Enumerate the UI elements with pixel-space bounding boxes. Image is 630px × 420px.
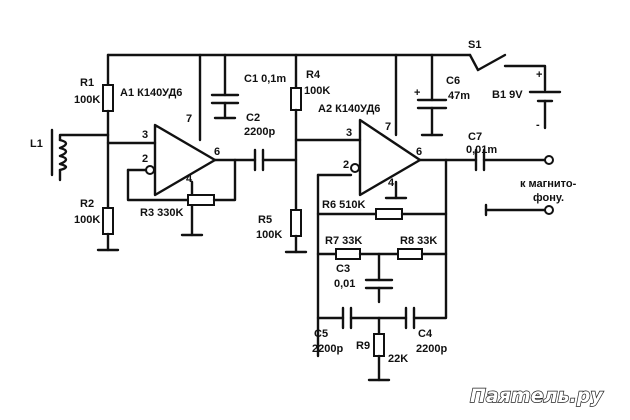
resistor-r1: R1 100K	[74, 53, 114, 137]
r2-value: 100K	[74, 214, 100, 226]
a2-pin-3: 3	[346, 127, 352, 139]
a2-pin-4: 4	[388, 177, 395, 189]
c2-value: 2200p	[244, 126, 275, 138]
power-rail	[106, 53, 547, 92]
r9-value: 22K	[388, 353, 408, 365]
output-terminals: к магнито- фону.	[484, 155, 577, 217]
a1-pin-3: 3	[142, 129, 148, 141]
c5-value: 2200p	[312, 343, 343, 355]
c3-name: C3	[336, 263, 350, 275]
c4-name: C4	[418, 328, 433, 340]
r7-label: R7 33K	[325, 235, 362, 247]
r5-name: R5	[258, 214, 272, 226]
r1-name: R1	[80, 77, 94, 89]
battery-plus-sign: +	[536, 69, 542, 81]
r3-label: R3 330K	[140, 207, 183, 219]
switch-label: S1	[468, 39, 481, 51]
resistor-r3: R3 330K	[140, 158, 237, 219]
r6-label: R6 510K	[322, 199, 365, 211]
coil-l1: L1	[30, 128, 110, 182]
battery-b1: + - B1 9V	[492, 69, 562, 131]
r4-name: R4	[306, 69, 321, 81]
c5-name: C5	[314, 328, 328, 340]
r5-value: 100K	[256, 229, 282, 241]
watermark: Паяmель.ру	[470, 385, 604, 407]
resistor-r5: R5 100K	[256, 209, 302, 254]
capacitor-c6: + C6 47m	[414, 53, 470, 137]
c1-label: C1 0,1m	[244, 73, 286, 85]
resistor-r4: R4 100K	[290, 53, 330, 212]
capacitor-c2: C2 2200p	[244, 112, 298, 172]
r9-name: R9	[356, 340, 370, 352]
a1-pin-4: 4	[186, 173, 193, 185]
r8-label: R8 33K	[400, 235, 437, 247]
resistor-r2: R2 100K	[74, 133, 114, 252]
capacitor-c1: C1 0,1m	[210, 53, 286, 120]
a2-label: A2 К140УД6	[318, 103, 380, 115]
battery-label: B1 9V	[492, 89, 523, 101]
a1-pin-6: 6	[214, 146, 220, 158]
output-label-line1: к магнито-	[520, 178, 577, 190]
coil-label: L1	[30, 138, 43, 150]
battery-minus-sign: -	[536, 119, 540, 131]
c4-value: 2200p	[416, 343, 447, 355]
c7-name: C7	[468, 131, 482, 143]
c6-name: C6	[446, 75, 460, 87]
c7-value: 0,01m	[466, 144, 497, 156]
c2-name: C2	[246, 112, 260, 124]
capacitor-c7: C7 0,01m	[466, 131, 547, 172]
r1-value: 100K	[74, 94, 100, 106]
r4-value: 100K	[304, 85, 330, 97]
c3-value: 0,01	[334, 278, 355, 290]
a2-pin-7: 7	[385, 121, 391, 133]
r2-name: R2	[80, 198, 94, 210]
c6-plus-sign: +	[414, 87, 420, 99]
resistor-r6: R6 510K	[316, 158, 448, 220]
a1-pin-2: 2	[142, 153, 148, 165]
twin-t-filter: R7 33K R8 33K C3 0,01 C5 2200p C4 2200p …	[312, 212, 447, 382]
a2-pin-6: 6	[416, 146, 422, 158]
a1-label: A1 К140УД6	[120, 87, 182, 99]
c6-value: 47m	[448, 90, 470, 102]
output-label-line2: фону.	[533, 192, 564, 204]
a1-pin-7: 7	[186, 113, 192, 125]
ground-symbols	[96, 116, 444, 382]
opamp-a2: 3 2 6 7 4 A2 К140УД6	[294, 53, 478, 358]
a2-pin-2: 2	[343, 159, 349, 171]
